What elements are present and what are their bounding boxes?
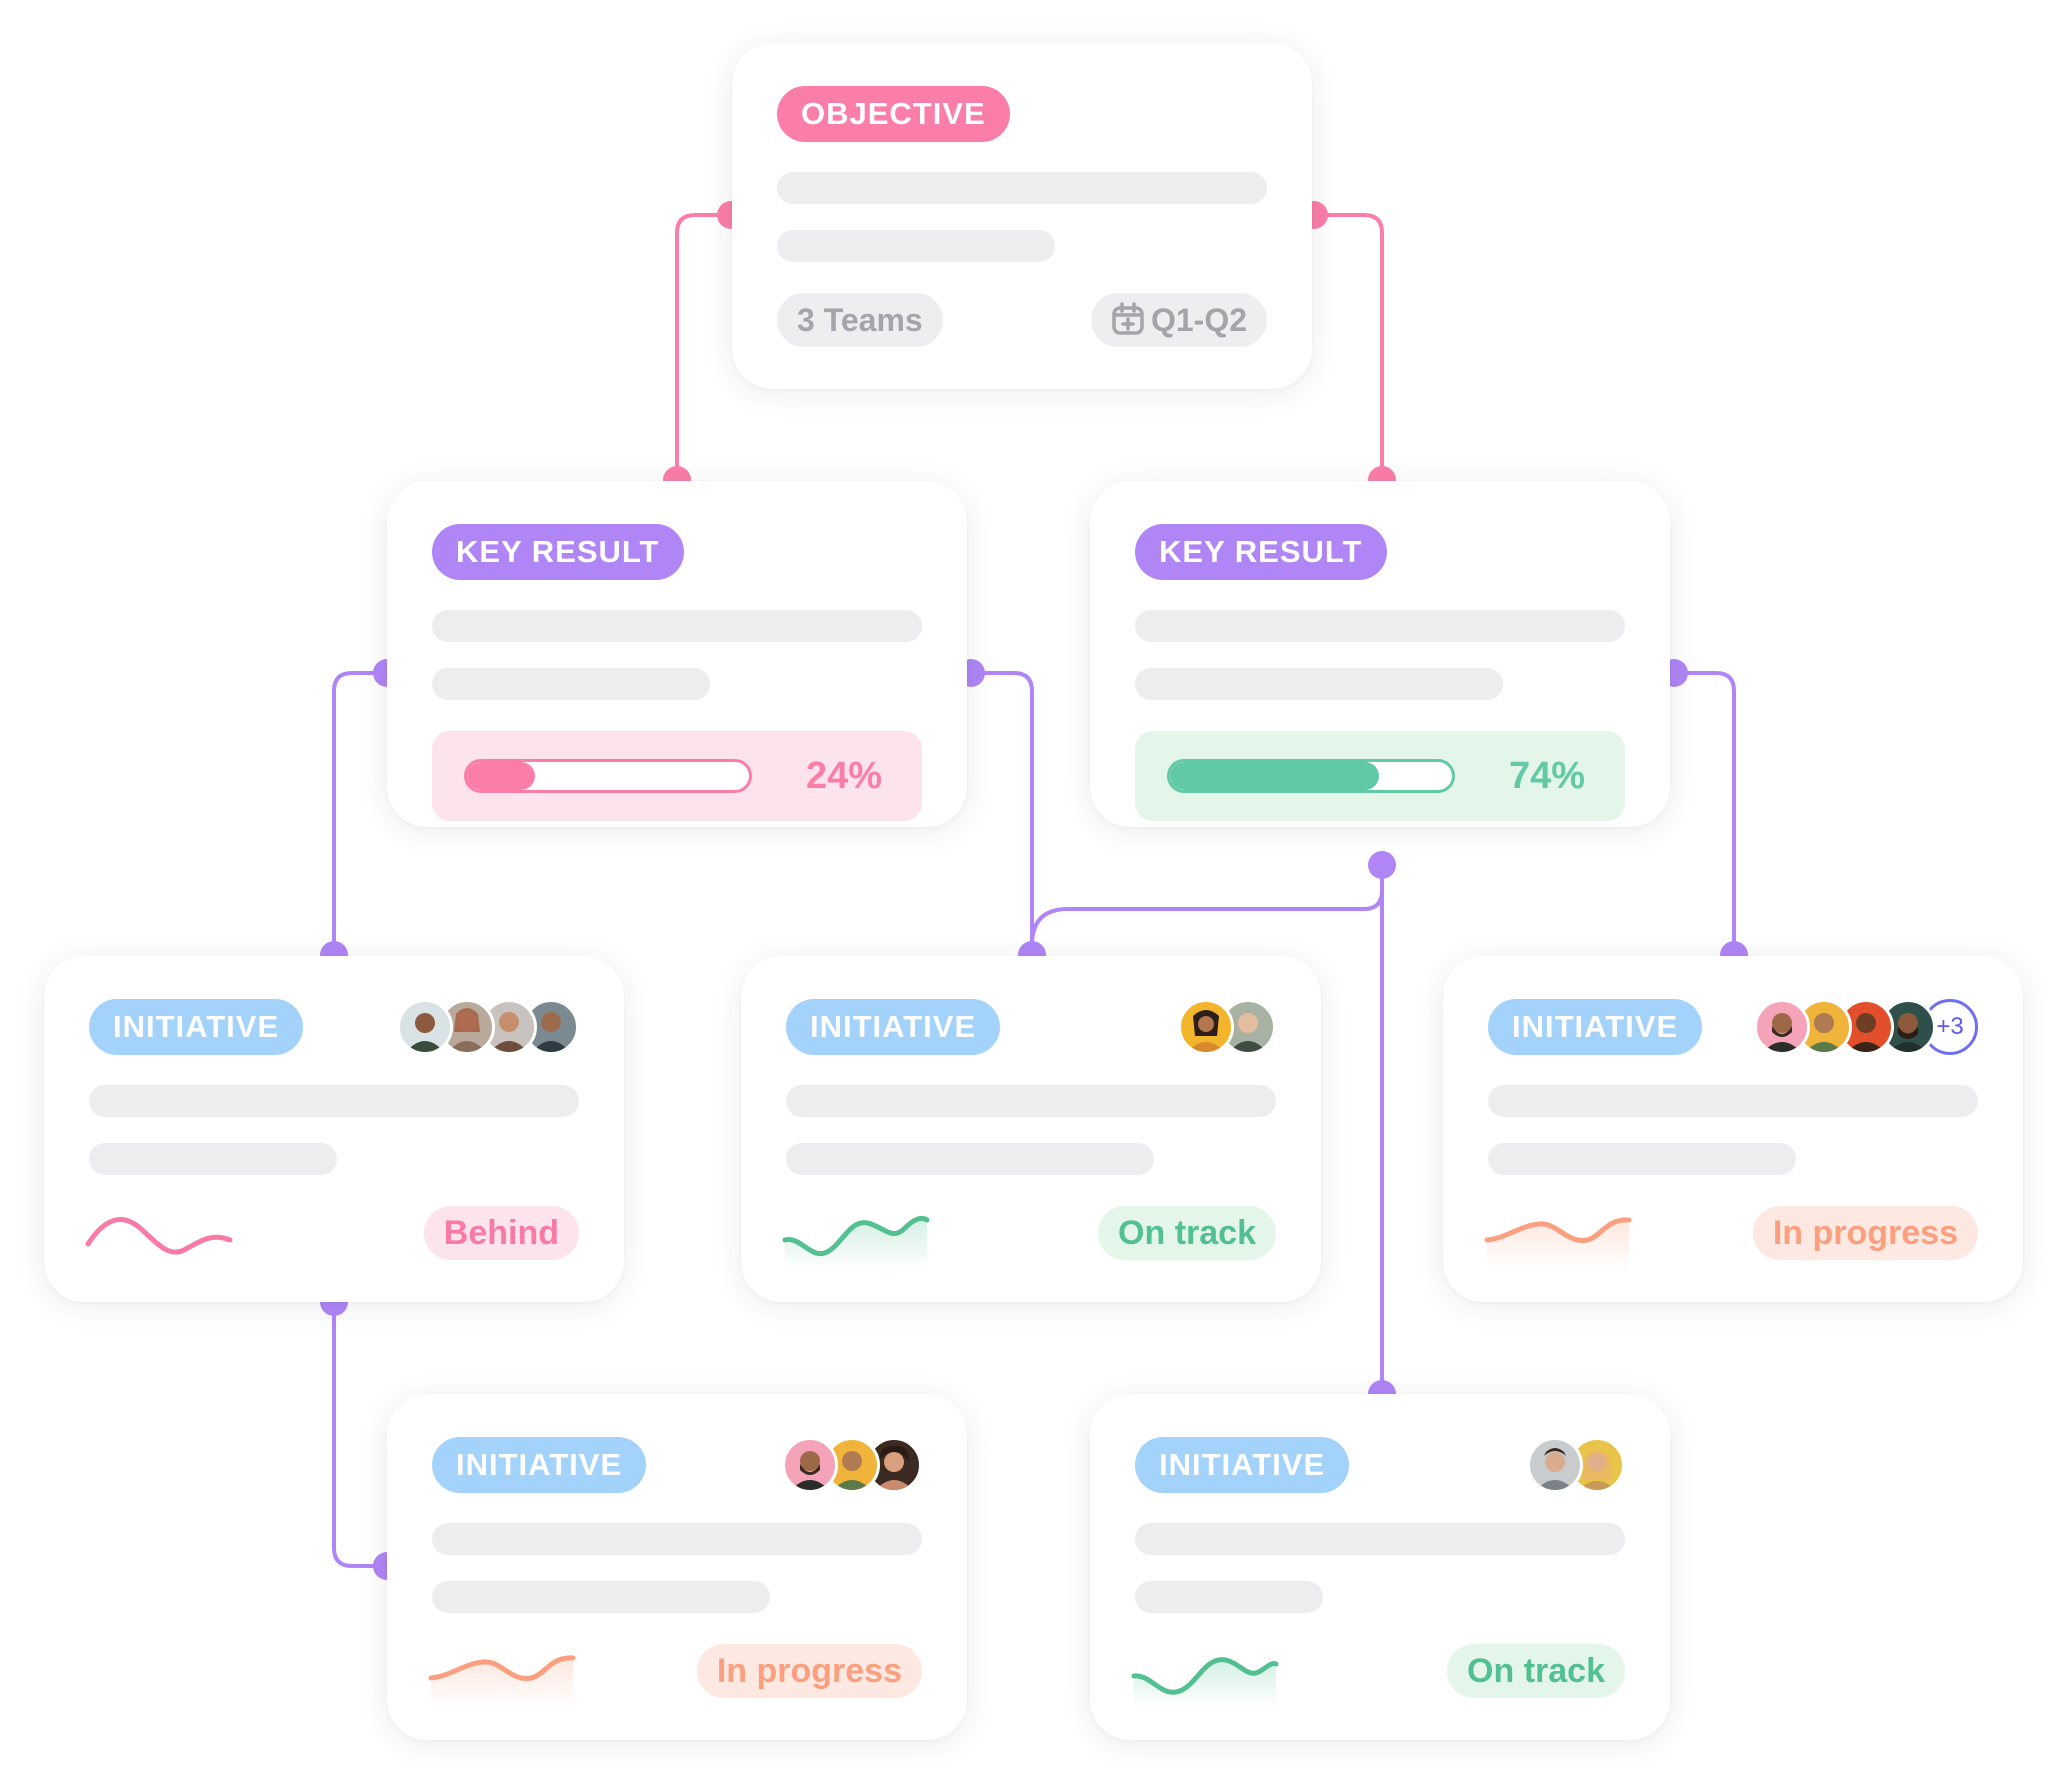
connector-init1-to-init4 <box>332 1300 389 1568</box>
placeholder-line <box>1135 668 1503 700</box>
placeholder-line <box>786 1143 1154 1175</box>
status-badge: On track <box>1098 1206 1276 1260</box>
placeholder-line <box>777 230 1055 262</box>
placeholder-line <box>1488 1143 1796 1175</box>
connector-objective-to-kr2 <box>1312 213 1384 482</box>
initiative-card-3[interactable]: INITIATIVE +3 In progress <box>1443 956 2023 1302</box>
placeholder-line <box>432 610 922 642</box>
connector-kr2-to-init2 <box>1030 863 1384 957</box>
key-result-card-1[interactable]: KEY RESULT 24% <box>387 481 967 827</box>
initiative-tag: INITIATIVE <box>432 1437 647 1493</box>
initiative-tag: INITIATIVE <box>786 999 1001 1055</box>
placeholder-line <box>432 1581 770 1613</box>
initiative-card-1[interactable]: INITIATIVE Behind <box>44 956 624 1302</box>
initiative-tag: INITIATIVE <box>89 999 304 1055</box>
status-badge: In progress <box>1752 1206 1978 1260</box>
status-badge: On track <box>1447 1644 1625 1698</box>
trend-sparkline <box>782 1215 930 1270</box>
initiative-tag: INITIATIVE <box>1135 1437 1350 1493</box>
period-label: Q1-Q2 <box>1150 302 1247 338</box>
teams-label: 3 Teams <box>797 302 923 338</box>
connector-dot <box>1368 851 1396 879</box>
avatar <box>1527 1437 1583 1493</box>
progress-percent: 24% <box>805 755 882 797</box>
connector-kr1-to-init1 <box>332 671 389 957</box>
progress-fill <box>1170 762 1379 790</box>
placeholder-line <box>89 1143 337 1175</box>
key-result-card-2[interactable]: KEY RESULT 74% <box>1090 481 1670 827</box>
avatar <box>782 1437 838 1493</box>
objective-tag: OBJECTIVE <box>777 86 1010 142</box>
progress-box: 24% <box>432 731 922 821</box>
objective-card[interactable]: OBJECTIVE 3 Teams Q1-Q2 <box>732 43 1312 389</box>
avatar <box>1178 999 1234 1055</box>
placeholder-line <box>1135 610 1625 642</box>
avatar <box>397 999 453 1055</box>
avatar <box>1754 999 1810 1055</box>
teams-chip: 3 Teams <box>777 293 943 347</box>
connector-kr1-to-init2 <box>969 671 1034 957</box>
initiative-card-5[interactable]: INITIATIVE On track <box>1090 1394 1670 1740</box>
initiative-tag: INITIATIVE <box>1488 999 1703 1055</box>
progress-bar <box>1167 759 1455 793</box>
placeholder-line <box>1135 1581 1323 1613</box>
trend-sparkline <box>85 1217 233 1255</box>
progress-fill <box>467 762 535 790</box>
progress-box: 74% <box>1135 731 1625 821</box>
placeholder-line <box>1488 1085 1978 1117</box>
trend-sparkline <box>1484 1217 1632 1270</box>
placeholder-line <box>786 1085 1276 1117</box>
calendar-icon <box>1112 302 1144 335</box>
initiative-card-2[interactable]: INITIATIVE On track <box>741 956 1321 1302</box>
avatar-group <box>1178 999 1276 1055</box>
period-chip: Q1-Q2 <box>1090 293 1267 347</box>
progress-percent: 74% <box>1508 755 1585 797</box>
placeholder-line <box>89 1085 579 1117</box>
avatar <box>1220 999 1276 1055</box>
avatar-group <box>1527 1437 1625 1493</box>
progress-bar <box>464 759 752 793</box>
avatar <box>1838 999 1894 1055</box>
status-badge: In progress <box>696 1644 922 1698</box>
placeholder-line <box>777 172 1267 204</box>
avatar-group <box>397 999 579 1055</box>
status-badge: Behind <box>423 1206 579 1260</box>
connector-objective-to-kr1 <box>675 213 733 482</box>
trend-sparkline <box>1131 1657 1279 1708</box>
placeholder-line <box>432 1523 922 1555</box>
placeholder-line <box>1135 1523 1625 1555</box>
avatar-group: +3 <box>1754 999 1978 1055</box>
placeholder-line <box>432 668 710 700</box>
key-result-tag: KEY RESULT <box>432 524 684 580</box>
connector-kr2-to-init3 <box>1672 671 1736 957</box>
trend-sparkline <box>428 1655 576 1708</box>
avatar-group <box>782 1437 922 1493</box>
initiative-card-4[interactable]: INITIATIVE In progress <box>387 1394 967 1740</box>
key-result-tag: KEY RESULT <box>1135 524 1387 580</box>
